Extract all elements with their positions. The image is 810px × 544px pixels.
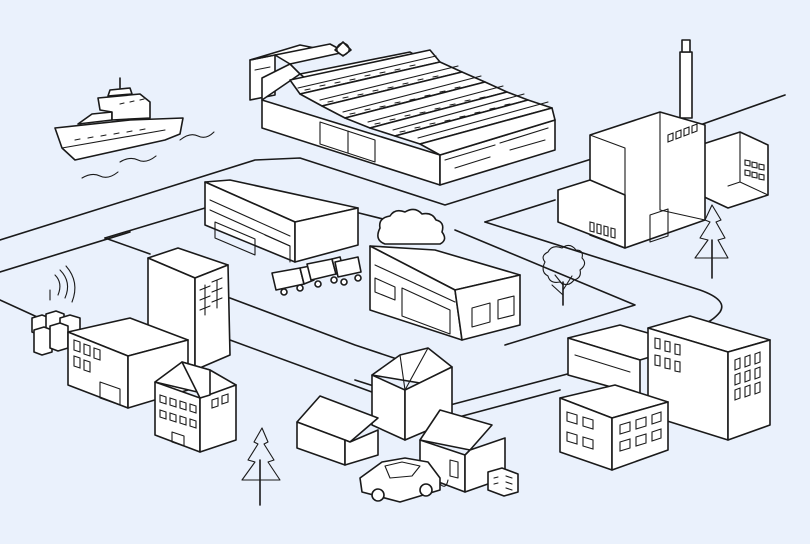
- townhouse: [154, 361, 237, 453]
- radio-antenna: [49, 265, 76, 303]
- tree-depot: [377, 208, 446, 245]
- cargo-ship: [54, 77, 215, 179]
- tree-bush: [542, 244, 586, 306]
- ev-charger: [487, 467, 519, 497]
- electric-car: [359, 457, 449, 503]
- tree-pine-left: [241, 427, 281, 506]
- power-plant: [557, 39, 769, 249]
- office-block-right-front: [559, 384, 669, 471]
- warehouse: [204, 179, 359, 263]
- house-small-left: [296, 395, 379, 466]
- depot-building: [369, 245, 521, 341]
- factory-sawtooth: [249, 41, 556, 186]
- truck-fleet: [271, 256, 362, 296]
- tree-pine-right: [694, 204, 729, 279]
